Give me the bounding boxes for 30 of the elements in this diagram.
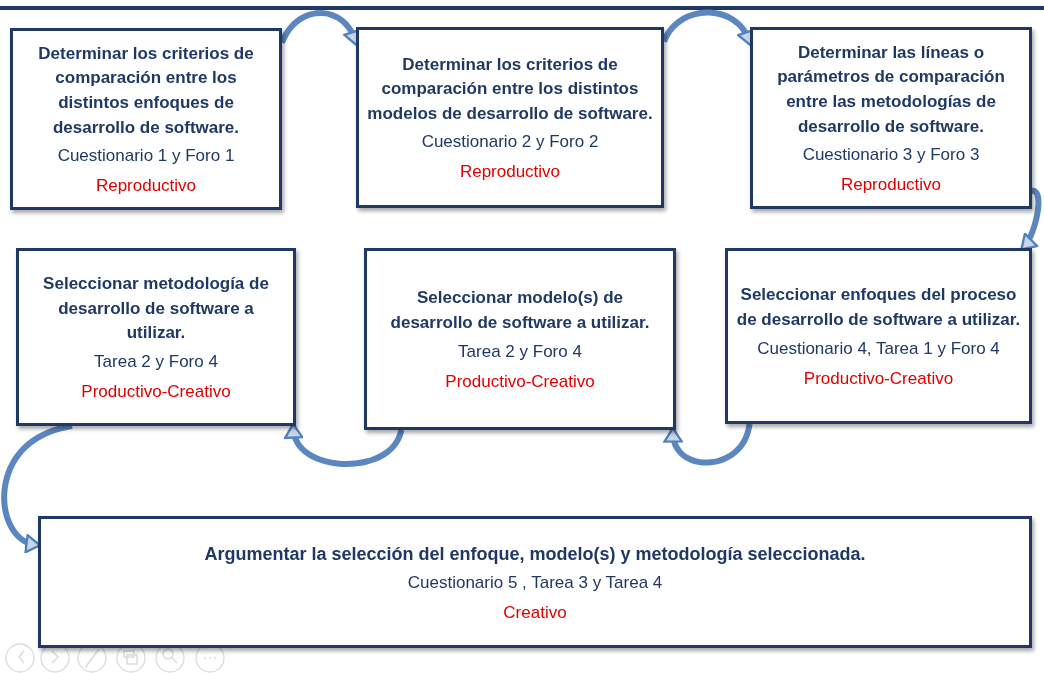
activity-text: Cuestionario 5 , Tarea 3 y Tarea 4	[407, 573, 663, 594]
activity-text: Tarea 2 y Foro 4	[94, 351, 218, 372]
step-box	[16, 248, 296, 426]
level-text: Reproductivo	[459, 162, 561, 183]
step-box	[356, 27, 664, 208]
activity-text: Cuestionario 2 y Foro 2	[421, 132, 599, 153]
step-title: Determinar las líneas o parámetros de comparación entre las metodologías de desarrollo de software.	[776, 41, 1006, 138]
step-title: Seleccionar enfoques del proceso de desarrollo de software a utilizar.	[736, 284, 1021, 331]
level-text: Reproductivo	[840, 175, 942, 196]
curved-arrow	[1020, 187, 1042, 251]
level-text: Creativo	[503, 603, 567, 624]
step-box	[750, 27, 1032, 209]
level-text: Productivo-Creativo	[803, 368, 954, 389]
step-title: Seleccionar modelo(s) de desarrollo de software a utilizar.	[389, 287, 651, 334]
step-box	[725, 248, 1032, 424]
step-box	[10, 28, 282, 210]
step-title: Argumentar la selección del enfoque, modelo(s) y metodología seleccionada.	[204, 542, 866, 566]
level-text: Productivo-Creativo	[445, 371, 595, 392]
step-box	[364, 248, 676, 430]
level-text: Productivo-Creativo	[81, 381, 231, 402]
step-title: Seleccionar metodología de desarrollo de software a utilizar.	[42, 273, 270, 345]
curved-arrow	[663, 422, 753, 466]
step-title: Determinar los criterios de comparación entre los distintos enfoques de desarrollo de software.	[37, 42, 255, 139]
activity-text: Cuestionario 3 y Foro 3	[802, 145, 980, 166]
step-title: Determinar los criterios de comparación entre los distintos modelos de desarrollo de software.	[367, 53, 653, 125]
activity-text: Cuestionario 4, Tarea 1 y Foro 4	[757, 338, 1000, 359]
step-box	[38, 516, 1032, 648]
activity-text: Cuestionario 1 y Foro 1	[57, 146, 235, 167]
activity-text: Tarea 2 y Foro 4	[458, 341, 582, 362]
level-text: Reproductivo	[95, 176, 197, 197]
